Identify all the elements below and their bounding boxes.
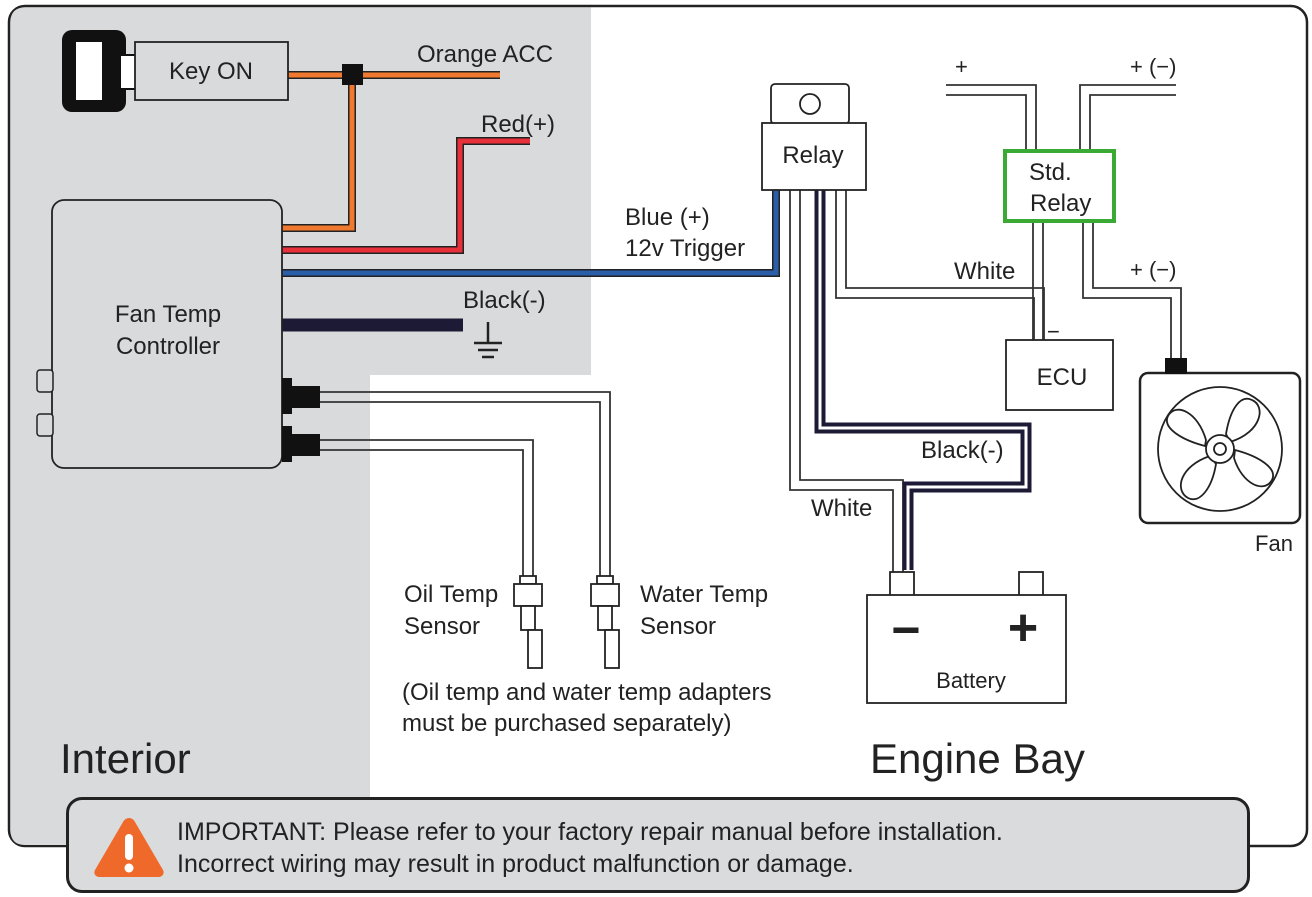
sensor-connector-upper xyxy=(282,378,320,414)
white-battery-label: White xyxy=(811,495,872,522)
water-sensor-label-line1: Water Temp xyxy=(640,581,768,608)
controller-tab-lower xyxy=(36,413,54,437)
blue-label-line2: 12v Trigger xyxy=(625,235,745,262)
battery-plus-symbol: + xyxy=(1008,599,1038,657)
water-sensor-wire xyxy=(320,391,611,578)
oil-temp-sensor xyxy=(513,575,543,669)
battery-minus-symbol: − xyxy=(891,602,920,658)
warning-text-line2: Incorrect wiring may result in product m… xyxy=(177,850,854,878)
fan-connector xyxy=(1165,358,1187,374)
ecu xyxy=(1005,339,1114,411)
adapter-note-line2: must be purchased separately) xyxy=(402,710,732,737)
std-relay-left-wire xyxy=(946,84,1037,150)
std-relay xyxy=(1003,149,1116,223)
battery-label: Battery xyxy=(936,668,1006,693)
red-label: Red(+) xyxy=(481,111,555,138)
std-relay-plus-right-label: + (−) xyxy=(1130,54,1176,79)
black-battery-wire xyxy=(814,190,1032,570)
fan-feed-label: + (−) xyxy=(1130,257,1176,282)
warning-banner: IMPORTANT: Please refer to your factory … xyxy=(66,797,1250,893)
controller-tab-upper xyxy=(36,369,54,393)
water-sensor-label-line2: Sensor xyxy=(640,613,716,640)
water-temp-sensor xyxy=(590,575,620,669)
black-ground-label: Black(-) xyxy=(463,287,546,314)
oil-sensor-label-line2: Sensor xyxy=(404,613,480,640)
warning-text-line1: IMPORTANT: Please refer to your factory … xyxy=(177,818,1003,846)
key-on-box xyxy=(134,41,289,101)
battery xyxy=(866,571,1067,704)
ground-icon xyxy=(474,322,502,359)
orange-acc-label: Orange ACC xyxy=(417,41,553,68)
ecu-label: ECU xyxy=(1037,364,1088,391)
fan-icon xyxy=(1157,386,1283,512)
fan-label: Fan xyxy=(1255,531,1293,556)
controller-label-line2: Controller xyxy=(116,333,220,360)
fan-temp-controller xyxy=(51,199,283,469)
fan-feed-wire xyxy=(1082,222,1182,362)
blue-label-line1: Blue (+) xyxy=(625,204,710,231)
controller-label-line1: Fan Temp xyxy=(115,301,221,328)
red-wire xyxy=(280,137,530,254)
oil-sensor-label-line1: Oil Temp xyxy=(404,581,498,608)
black-battery-label: Black(-) xyxy=(921,437,1004,464)
relay-label: Relay xyxy=(782,142,843,169)
blue-trigger-wire xyxy=(280,190,780,277)
std-relay-plus-left-label: + xyxy=(955,54,968,79)
ecu-minus-label: − xyxy=(1047,319,1060,344)
relay xyxy=(761,83,867,191)
sensor-connector-lower xyxy=(282,426,320,462)
engine-bay-region-label: Engine Bay xyxy=(870,735,1085,782)
orange-acc-wire xyxy=(280,71,500,232)
std-relay-label-line1: Std. xyxy=(1029,159,1072,186)
interior-region-label: Interior xyxy=(60,735,191,782)
key-on-label: Key ON xyxy=(169,58,253,85)
adapter-note-line1: (Oil temp and water temp adapters xyxy=(402,679,772,706)
white-ecu-wire xyxy=(835,190,1045,340)
acc-splice xyxy=(342,64,363,85)
std-relay-ecu-wire xyxy=(1032,222,1044,340)
warning-icon xyxy=(94,818,164,877)
white-ecu-label: White xyxy=(954,258,1015,285)
key-icon xyxy=(62,30,137,112)
std-relay-right-wire xyxy=(1079,84,1176,150)
std-relay-label-line2: Relay xyxy=(1030,190,1091,217)
oil-sensor-wire xyxy=(320,439,534,578)
